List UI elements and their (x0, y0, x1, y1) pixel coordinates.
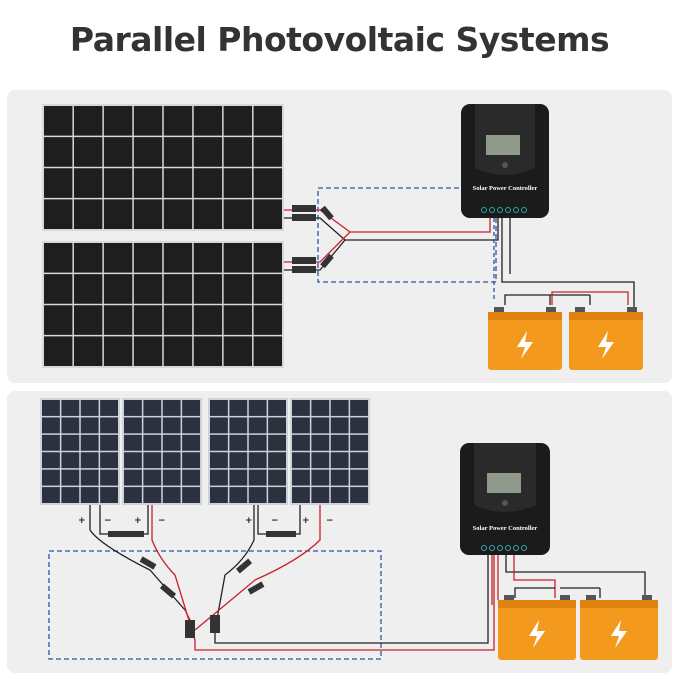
lightning-icon (611, 620, 627, 648)
combiner-box-outline (317, 187, 497, 283)
solar-panel (208, 398, 288, 505)
polarity-label: − (158, 516, 166, 526)
bottom-charge-controller: Solar Power Controller (460, 443, 550, 555)
polarity-label: − (326, 516, 334, 526)
solar-panel (290, 398, 370, 505)
page-title: Parallel Photovoltaic Systems (69, 20, 610, 59)
polarity-labels: + − + − + − + − (78, 516, 334, 526)
battery (569, 307, 643, 370)
polarity-label: − (104, 516, 112, 526)
battery (498, 595, 576, 660)
polarity-label: + (78, 516, 86, 526)
lcd-display (486, 135, 520, 155)
top-charge-controller: Solar Power Controller (461, 104, 549, 218)
polarity-label: + (302, 516, 310, 526)
solar-panel (122, 398, 202, 505)
lightning-icon (517, 331, 533, 359)
polarity-label: + (134, 516, 142, 526)
combiner-box-outline (48, 550, 382, 660)
solar-panel (42, 241, 284, 368)
top-wiring (284, 205, 635, 312)
controller-label: Solar Power Controller (473, 525, 538, 532)
polarity-label: + (245, 516, 253, 526)
lightning-icon (598, 331, 614, 359)
controller-label: Solar Power Controller (473, 185, 538, 192)
solar-panel (40, 398, 120, 505)
lightning-icon (529, 620, 545, 648)
polarity-label: − (271, 516, 279, 526)
battery (580, 595, 658, 660)
battery (488, 307, 562, 370)
solar-panel (42, 104, 284, 231)
lcd-display (487, 473, 521, 493)
bottom-wiring (89, 505, 646, 651)
